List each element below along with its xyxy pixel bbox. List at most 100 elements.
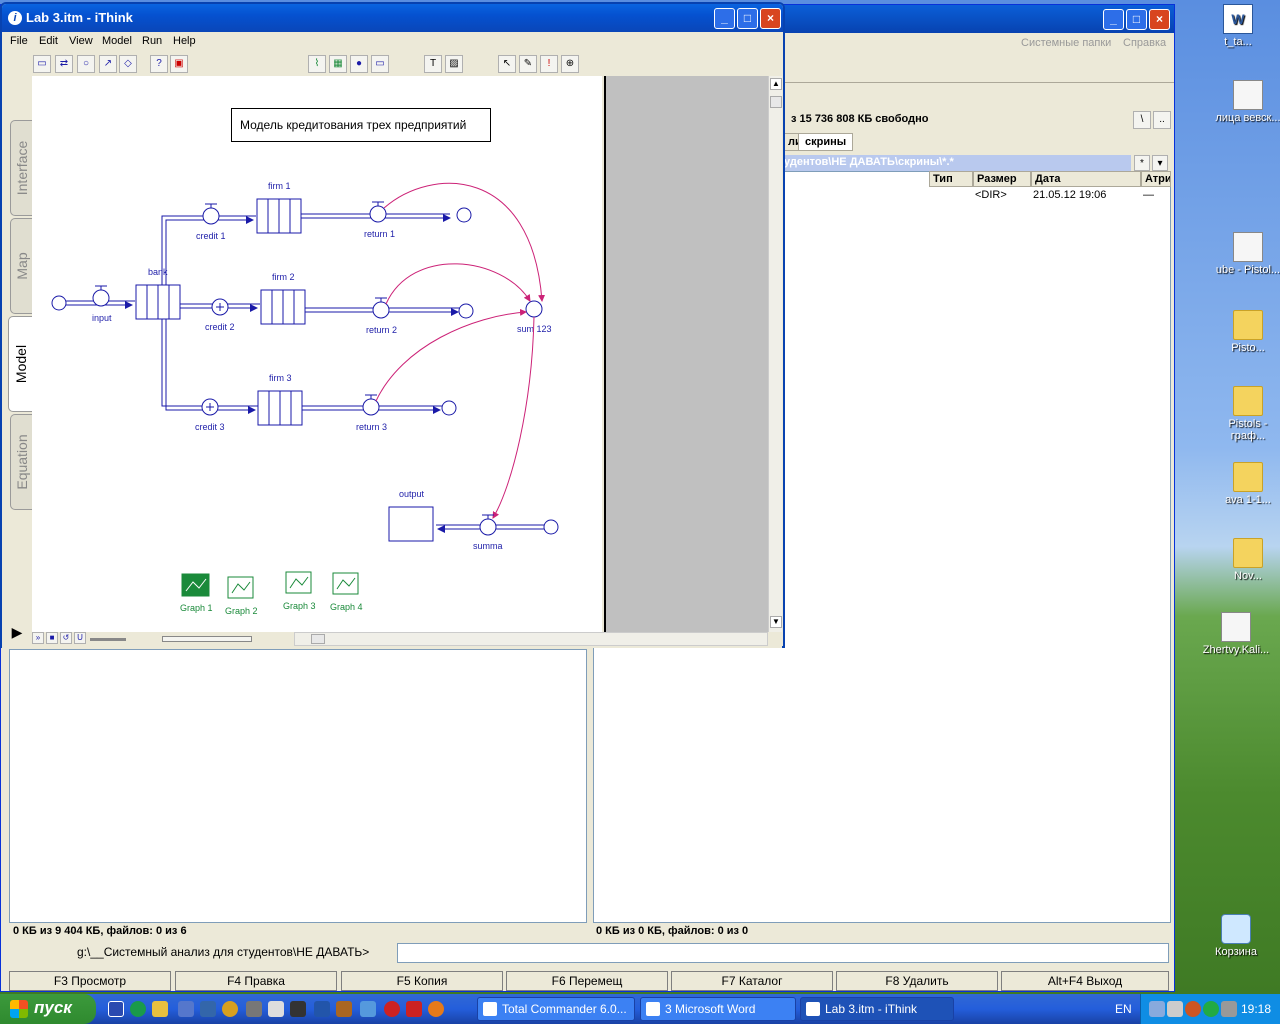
- zoom-slider[interactable]: [162, 636, 252, 642]
- horizontal-scrollbar[interactable]: [294, 632, 768, 646]
- menu-view[interactable]: View: [69, 35, 93, 47]
- task-word[interactable]: 3 Microsoft Word: [640, 997, 796, 1021]
- root-dir-button[interactable]: \: [1133, 111, 1151, 129]
- picture-tool-icon[interactable]: ▨: [445, 55, 463, 73]
- graph-tool-icon[interactable]: ⌇: [308, 55, 326, 73]
- speed-slider[interactable]: [90, 638, 126, 641]
- stock-tool-icon[interactable]: ▭: [33, 55, 51, 73]
- quicklaunch-icq-icon[interactable]: [130, 1001, 146, 1017]
- altf4-exit-button[interactable]: Alt+F4 Выход: [1001, 971, 1169, 991]
- col-date[interactable]: Дата: [1031, 171, 1141, 187]
- sector-tool-icon[interactable]: ●: [350, 55, 368, 73]
- quicklaunch-tc-icon[interactable]: [108, 1001, 124, 1017]
- model-canvas[interactable]: Модель кредитования трех предприятий inp…: [32, 76, 602, 632]
- flow-tool-icon[interactable]: ⇄: [55, 55, 73, 73]
- quicklaunch-word-icon[interactable]: [314, 1001, 330, 1017]
- cloud-icon[interactable]: [51, 295, 67, 311]
- menu-help[interactable]: Справка: [1123, 37, 1167, 49]
- file-row-attr[interactable]: —: [1143, 189, 1154, 201]
- output-stock[interactable]: [388, 506, 434, 542]
- minimize-button[interactable]: _: [1103, 9, 1124, 30]
- quicklaunch-app-icon[interactable]: [290, 1001, 306, 1017]
- graph-3-pad[interactable]: [285, 571, 312, 594]
- decision-tool-icon[interactable]: ◇: [119, 55, 137, 73]
- sum-123-converter[interactable]: [525, 300, 543, 318]
- text-tool-icon[interactable]: T: [424, 55, 442, 73]
- minimize-button[interactable]: _: [714, 8, 735, 29]
- quicklaunch-firefox-icon[interactable]: [428, 1001, 444, 1017]
- run-restore-icon[interactable]: ↺: [60, 632, 72, 644]
- tab-model[interactable]: Model: [8, 316, 32, 412]
- f7-mkdir-button[interactable]: F7 Каталог: [671, 971, 833, 991]
- quicklaunch-app-icon[interactable]: [246, 1001, 262, 1017]
- quicklaunch-opera-icon[interactable]: [384, 1001, 400, 1017]
- file-row-date[interactable]: 21.05.12 19:06: [1033, 189, 1107, 201]
- return-2-valve[interactable]: [372, 301, 390, 319]
- quicklaunch-app-icon[interactable]: [336, 1001, 352, 1017]
- task-ithink[interactable]: Lab 3.itm - iThink: [800, 997, 954, 1021]
- paintbrush-tool-icon[interactable]: ✎: [519, 55, 537, 73]
- tab-interface[interactable]: Interface: [10, 120, 32, 216]
- maximize-button[interactable]: □: [1126, 9, 1147, 30]
- f6-move-button[interactable]: F6 Перемещ: [506, 971, 668, 991]
- recycle-bin[interactable]: Корзина: [1198, 914, 1274, 958]
- tray-icon[interactable]: [1149, 1001, 1165, 1017]
- menu-file[interactable]: File: [10, 35, 28, 47]
- file-row-size[interactable]: <DIR>: [975, 189, 1007, 201]
- close-button[interactable]: ×: [760, 8, 781, 29]
- connector-return2-sum[interactable]: [385, 263, 531, 305]
- cloud-icon[interactable]: [458, 303, 474, 319]
- menu-help[interactable]: Help: [173, 35, 196, 47]
- quicklaunch-pdf-icon[interactable]: [406, 1001, 422, 1017]
- scroll-down-icon[interactable]: ▼: [770, 616, 782, 628]
- history-button[interactable]: *: [1134, 155, 1150, 171]
- module-tool-icon[interactable]: ▣: [170, 55, 188, 73]
- tray-icon[interactable]: [1185, 1001, 1201, 1017]
- pointer-tool-icon[interactable]: ↖: [498, 55, 516, 73]
- ithink-title-bar[interactable]: i Lab 3.itm - iThink _ □ ×: [2, 4, 783, 32]
- tab-map[interactable]: Map: [10, 218, 32, 314]
- tray-icon[interactable]: [1167, 1001, 1183, 1017]
- table-tool-icon[interactable]: ▦: [329, 55, 347, 73]
- menu-run[interactable]: Run: [142, 35, 163, 47]
- run-play-icon[interactable]: ▶: [11, 624, 23, 640]
- language-indicator[interactable]: EN: [1115, 1002, 1132, 1016]
- ghost-tool-icon[interactable]: ⊕: [561, 55, 579, 73]
- quicklaunch-app-icon[interactable]: [360, 1001, 376, 1017]
- dropdown-button[interactable]: ▾: [1152, 155, 1168, 171]
- credit-1-valve[interactable]: [202, 207, 220, 225]
- help-tool-icon[interactable]: ?: [150, 55, 168, 73]
- desktop-icon[interactable]: Nov...: [1210, 538, 1280, 582]
- task-total-commander[interactable]: Total Commander 6.0...: [477, 997, 635, 1021]
- graph-2-pad[interactable]: [227, 576, 254, 599]
- tab-equation[interactable]: Equation: [10, 414, 32, 510]
- scroll-up-icon[interactable]: ▲: [770, 78, 782, 90]
- connector-tool-icon[interactable]: ↗: [99, 55, 117, 73]
- quicklaunch-app-icon[interactable]: [200, 1001, 216, 1017]
- col-attr[interactable]: Атри: [1141, 171, 1171, 187]
- desktop-icon[interactable]: ava 1-1...: [1210, 462, 1280, 506]
- quicklaunch-app-icon[interactable]: [178, 1001, 194, 1017]
- close-button[interactable]: ×: [1149, 9, 1170, 30]
- run-stop-icon[interactable]: ■: [46, 632, 58, 644]
- f8-delete-button[interactable]: F8 Удалить: [836, 971, 998, 991]
- desktop-icon[interactable]: лица вевск...: [1210, 80, 1280, 124]
- model-title-text[interactable]: Модель кредитования трех предприятий: [231, 108, 491, 142]
- f4-edit-button[interactable]: F4 Правка: [175, 971, 337, 991]
- quicklaunch-app-icon[interactable]: [222, 1001, 238, 1017]
- desktop-icon[interactable]: Zhertvy.Kali...: [1198, 612, 1274, 656]
- cloud-icon[interactable]: [456, 207, 472, 223]
- return-1-valve[interactable]: [369, 205, 387, 223]
- connector-return1-sum[interactable]: [383, 182, 546, 302]
- run-fast-icon[interactable]: »: [32, 632, 44, 644]
- maximize-button[interactable]: □: [737, 8, 758, 29]
- parent-dir-button[interactable]: ..: [1153, 111, 1171, 129]
- scroll-thumb[interactable]: [770, 96, 782, 108]
- connector-sum-summa[interactable]: [492, 316, 535, 519]
- vertical-scrollbar[interactable]: ▲ ▼: [768, 76, 782, 632]
- col-size[interactable]: Размер: [973, 171, 1031, 187]
- tray-icon[interactable]: [1221, 1001, 1237, 1017]
- run-u-icon[interactable]: U: [74, 632, 86, 644]
- cloud-icon[interactable]: [441, 400, 457, 416]
